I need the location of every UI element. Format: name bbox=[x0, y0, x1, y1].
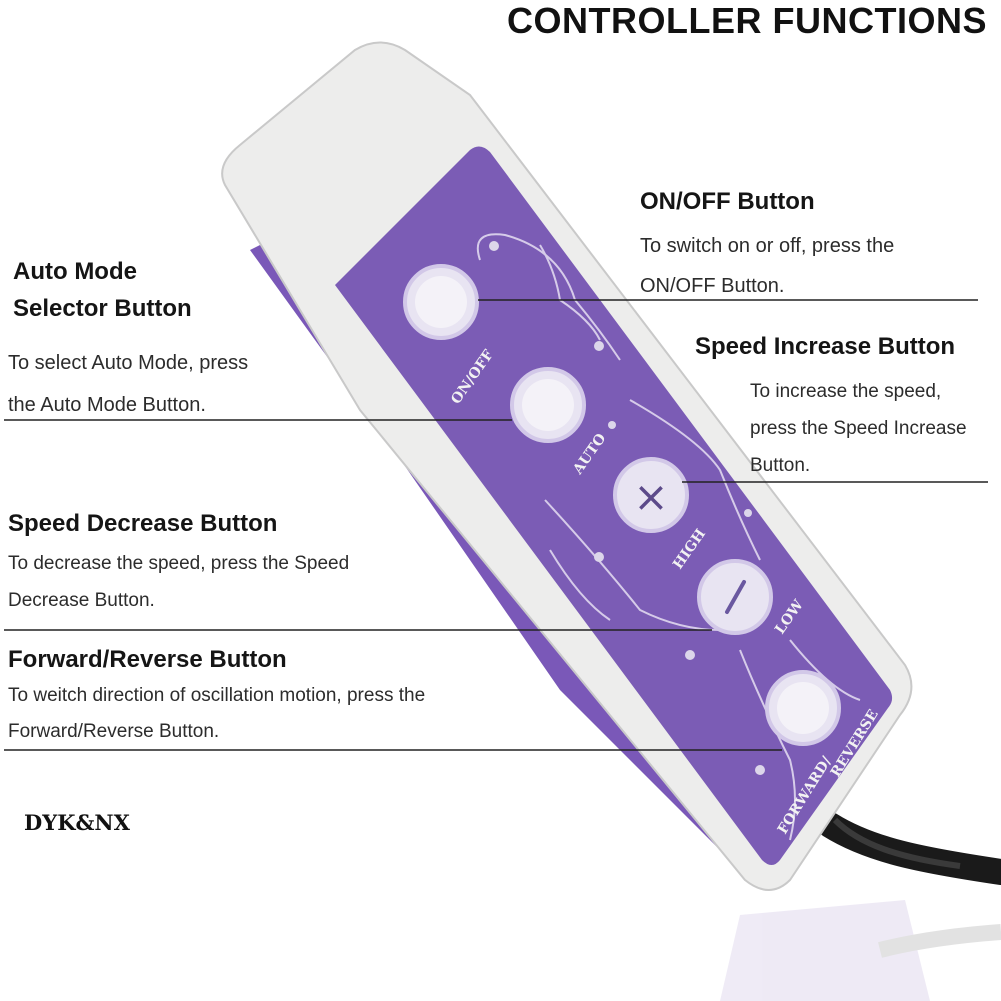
brand-watermark: DYK&NX bbox=[24, 810, 130, 835]
indicator-dots bbox=[489, 241, 765, 775]
power-cable bbox=[817, 812, 1001, 885]
speed-increase-button[interactable]: × bbox=[613, 457, 689, 533]
onoff-button[interactable] bbox=[403, 264, 479, 340]
control-panel bbox=[335, 146, 893, 865]
auto-button[interactable] bbox=[510, 367, 586, 443]
minus-icon bbox=[725, 580, 746, 614]
speed-increase-desc-line3: Button. bbox=[750, 455, 811, 476]
auto-title-line2: Selector Button bbox=[13, 295, 192, 322]
speed-decrease-desc-line2: Decrease Button. bbox=[8, 590, 155, 611]
plus-icon: × bbox=[633, 472, 668, 521]
onoff-desc-line2: ON/OFF Button. bbox=[640, 275, 785, 297]
direction-desc-line2: Forward/Reverse Button. bbox=[8, 721, 220, 742]
direction-desc-line1: To weitch direction of oscillation motio… bbox=[8, 685, 426, 706]
onoff-desc-line1: To switch on or off, press the bbox=[640, 235, 895, 257]
onoff-title: ON/OFF Button bbox=[640, 188, 815, 215]
auto-title-line1: Auto Mode bbox=[13, 258, 137, 285]
callout-lines bbox=[4, 299, 988, 751]
speed-increase-desc-line1: To increase the speed, bbox=[750, 381, 942, 402]
forward-reverse-button[interactable] bbox=[765, 670, 841, 746]
speed-decrease-desc-line1: To decrease the speed, press the Speed bbox=[8, 553, 350, 574]
speed-decrease-title: Speed Decrease Button bbox=[8, 510, 278, 537]
page-title: CONTROLLER FUNCTIONS bbox=[507, 0, 987, 41]
controller-reflection bbox=[720, 900, 1001, 1001]
auto-desc-line1: To select Auto Mode, press bbox=[8, 352, 249, 374]
speed-decrease-button[interactable] bbox=[697, 559, 773, 635]
speed-increase-desc-line2: press the Speed Increase bbox=[750, 418, 967, 439]
auto-desc-line2: the Auto Mode Button. bbox=[8, 394, 206, 416]
speed-increase-title: Speed Increase Button bbox=[695, 333, 956, 360]
direction-title: Forward/Reverse Button bbox=[8, 646, 287, 673]
